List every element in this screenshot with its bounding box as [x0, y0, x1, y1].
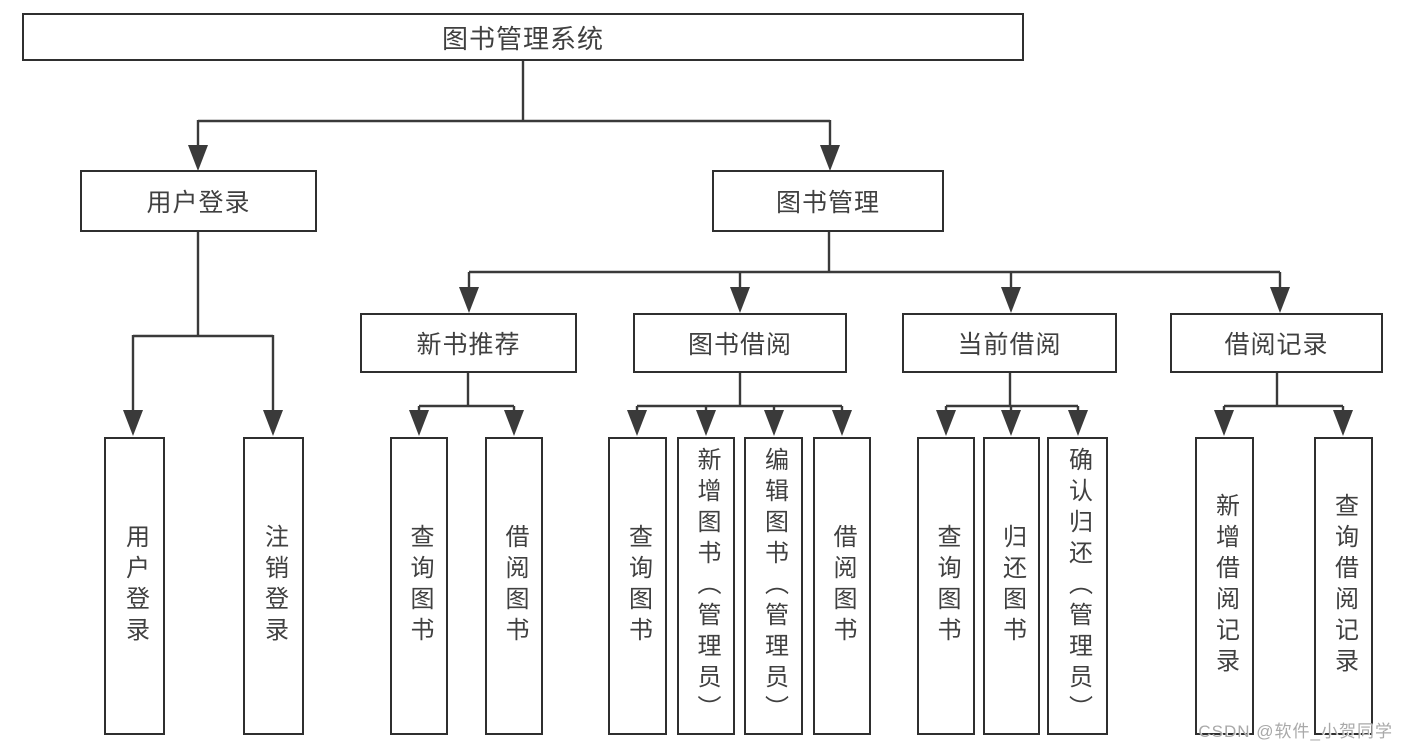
leaf-label: 新增借阅记录 — [1211, 493, 1239, 679]
leaf-label: 查询图书 — [624, 524, 652, 648]
leaf-current-return-books: 归还图书 — [983, 437, 1040, 735]
leaf-borrow-borrow-books: 借阅图书 — [813, 437, 871, 735]
leaf-label: 借阅图书 — [829, 524, 856, 648]
node-new-book-recommend: 新书推荐 — [360, 313, 577, 373]
leaf-label: 用户登录 — [121, 524, 149, 648]
node-current-borrow: 当前借阅 — [902, 313, 1117, 373]
leaf-label: 注销登录 — [260, 524, 288, 648]
leaf-records-add-record: 新增借阅记录 — [1195, 437, 1254, 735]
leaf-recommend-borrow-books: 借阅图书 — [485, 437, 543, 735]
leaf-current-confirm-return-admin: 确认归还（管理员） — [1047, 437, 1108, 735]
leaf-label: 查询借阅记录 — [1330, 493, 1358, 679]
arrowheads — [123, 145, 1353, 436]
leaf-logout: 注销登录 — [243, 437, 304, 735]
node-borrow-records: 借阅记录 — [1170, 313, 1383, 373]
leaf-borrow-edit-books-admin: 编辑图书（管理员） — [744, 437, 803, 735]
node-user-login: 用户登录 — [80, 170, 317, 232]
leaf-records-query-record: 查询借阅记录 — [1314, 437, 1373, 735]
leaf-user-login: 用户登录 — [104, 437, 165, 735]
leaf-label: 新增图书（管理员） — [693, 446, 720, 726]
leaf-label: 归还图书 — [998, 524, 1026, 648]
leaf-label: 确认归还（管理员） — [1064, 446, 1092, 726]
node-book-management: 图书管理 — [712, 170, 944, 232]
leaf-borrow-add-books-admin: 新增图书（管理员） — [677, 437, 735, 735]
leaf-recommend-query-books: 查询图书 — [390, 437, 448, 735]
node-book-borrow: 图书借阅 — [633, 313, 847, 373]
node-root-system: 图书管理系统 — [22, 13, 1024, 61]
leaf-current-query-books: 查询图书 — [917, 437, 975, 735]
leaf-label: 查询图书 — [406, 524, 433, 648]
leaf-label: 查询图书 — [933, 524, 960, 648]
connector-paths — [131, 61, 1345, 432]
leaf-label: 编辑图书（管理员） — [760, 446, 788, 726]
csdn-watermark: CSDN @软件_小贺同学 — [1198, 722, 1393, 741]
leaf-label: 借阅图书 — [501, 524, 528, 648]
leaf-borrow-query-books: 查询图书 — [608, 437, 667, 735]
